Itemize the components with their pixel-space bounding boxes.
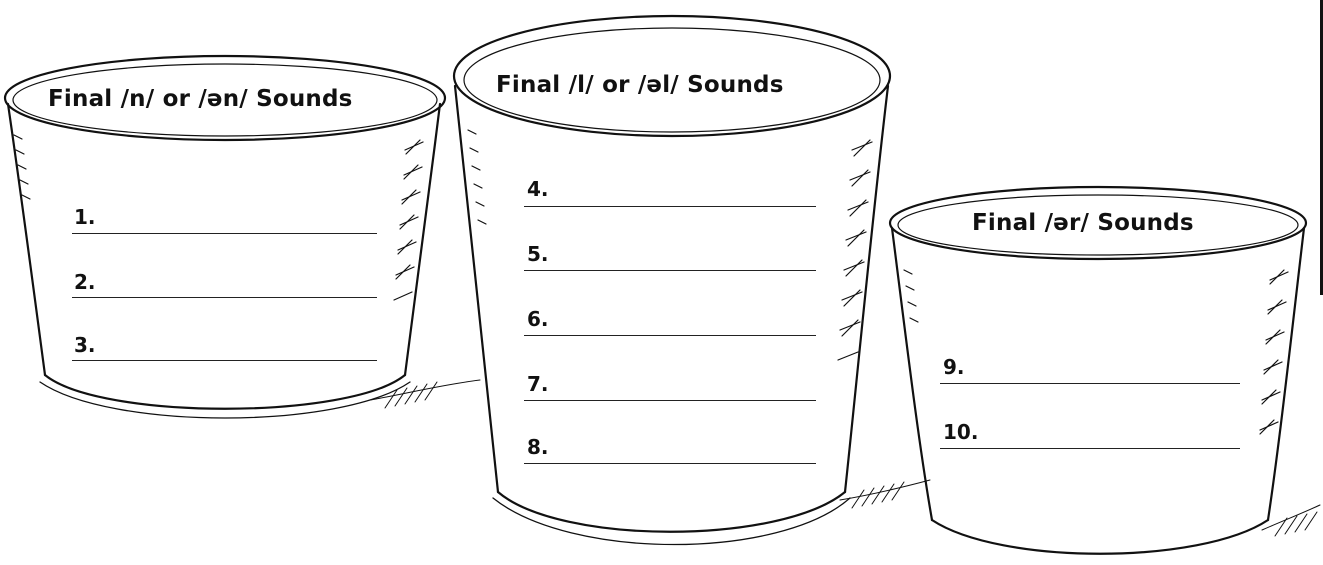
item-number: 5. — [527, 242, 549, 266]
answer-blank-1[interactable] — [72, 233, 377, 234]
answer-blank-10[interactable] — [940, 448, 1240, 449]
answer-blank-7[interactable] — [524, 400, 816, 401]
cup-3-title: Final /ər/ Sounds — [972, 210, 1194, 236]
item-number: 4. — [527, 177, 549, 201]
cup-2-title: Final /l/ or /əl/ Sounds — [496, 72, 784, 98]
item-number: 6. — [527, 307, 549, 331]
answer-blank-8[interactable] — [524, 463, 816, 464]
answer-blank-5[interactable] — [524, 270, 816, 271]
answer-blank-3[interactable] — [72, 360, 377, 361]
item-number: 7. — [527, 372, 549, 396]
item-number: 9. — [943, 355, 965, 379]
cup-1-title: Final /n/ or /ən/ Sounds — [48, 86, 353, 112]
answer-blank-2[interactable] — [72, 297, 377, 298]
item-number: 1. — [74, 205, 96, 229]
answer-blank-9[interactable] — [940, 383, 1240, 384]
item-number: 8. — [527, 435, 549, 459]
item-number: 2. — [74, 270, 96, 294]
answer-blank-6[interactable] — [524, 335, 816, 336]
answer-blank-4[interactable] — [524, 206, 816, 207]
item-number: 3. — [74, 333, 96, 357]
item-number: 10. — [943, 420, 978, 444]
